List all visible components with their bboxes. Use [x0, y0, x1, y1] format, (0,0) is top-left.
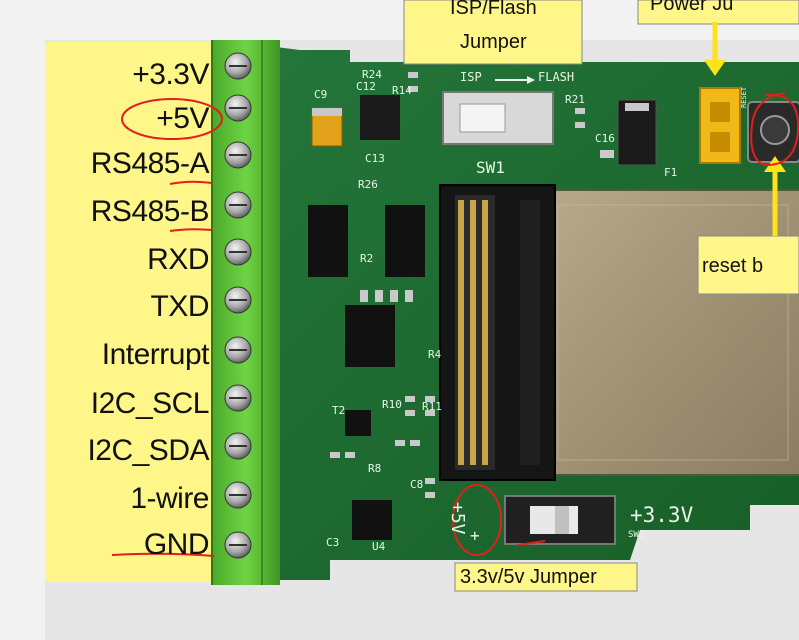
silk-c9: C9 — [314, 88, 328, 101]
silk-isp: ISP — [460, 70, 482, 84]
silk-f1: F1 — [664, 166, 678, 179]
screw-11 — [224, 531, 252, 559]
screw-8 — [224, 384, 252, 412]
underline-rs485-b — [169, 228, 213, 232]
silk-flash: FLASH — [538, 70, 575, 84]
pin-label-interrupt: Interrupt — [101, 338, 210, 371]
ic-top — [360, 95, 400, 140]
silk-3v3: +3.3V — [630, 503, 694, 527]
silk-c12: C12 — [356, 80, 376, 93]
silk-r11: R11 — [422, 400, 442, 413]
underline-rs485-a — [169, 180, 213, 185]
red-annotations — [111, 92, 799, 557]
circle-5v — [121, 98, 223, 140]
pin-label-rxd: RXD — [147, 243, 209, 276]
callout-isp-flash-line2: Jumper — [460, 31, 527, 53]
callout-voltage-jumper: 3.3v/5v Jumper — [460, 566, 597, 588]
screw-2 — [224, 94, 252, 122]
callout-power-jumper: Power Ju — [650, 0, 734, 15]
callout-isp-flash-line1: ISP/Flash — [450, 0, 537, 19]
silk-r14: R14 — [392, 84, 412, 97]
silk-reset: RESET — [740, 86, 748, 108]
silk-plus: + — [470, 526, 480, 545]
silk-c8: C8 — [410, 478, 424, 491]
underline-gnd — [111, 552, 215, 557]
pin-label-txd: TXD — [150, 290, 210, 323]
silk-t2: T2 — [332, 404, 346, 417]
silk-r21: R21 — [565, 93, 585, 106]
silk-r24: R24 — [362, 68, 382, 81]
pin-label-rs485-b: RS485-B — [90, 195, 210, 228]
rf-shield-module — [544, 189, 799, 476]
silk-r26: R26 — [358, 178, 378, 191]
pin-label-1-wire: 1-wire — [130, 482, 209, 515]
silk-sw1: SW1 — [476, 158, 505, 177]
mosfet-right — [385, 205, 425, 277]
silk-c3: C3 — [326, 536, 340, 549]
screw-6 — [224, 286, 252, 314]
silk-c13: C13 — [365, 152, 385, 165]
callout-isp-box — [403, 0, 583, 65]
silk-5v: +5V — [447, 502, 468, 535]
silk-r4: R4 — [428, 348, 442, 361]
mosfet-left — [308, 205, 348, 277]
silk-r8: R8 — [368, 462, 382, 475]
callout-reset-button: reset b — [702, 255, 764, 277]
screw-1 — [224, 52, 252, 80]
silk-r10: R10 — [382, 398, 402, 411]
pin-label-5v: +5V — [156, 102, 209, 135]
callout-power-box — [637, 0, 799, 25]
screw-7 — [224, 336, 252, 364]
pin-label-rs485-a: RS485-A — [90, 147, 210, 180]
silk-c16: C16 — [595, 132, 615, 145]
ic-u4 — [352, 500, 392, 540]
screw-4 — [224, 191, 252, 219]
silk-sw2: SW2 — [628, 530, 645, 540]
power-jumper-arrow — [704, 22, 726, 76]
pin-label-gnd: GND — [143, 528, 210, 561]
pin-label-i2c-scl: I2C_SCL — [90, 387, 210, 420]
smd-components — [330, 72, 614, 498]
circle-reset — [750, 92, 799, 167]
ic-t2 — [345, 410, 371, 436]
callout-reset-box — [697, 235, 799, 295]
arrow-mark-sw2 — [517, 540, 546, 546]
silk-r2: R2 — [360, 252, 374, 265]
silk-u4: U4 — [372, 540, 386, 553]
terminal-screws — [224, 52, 252, 559]
pin-label-3v3: +3.3V — [132, 58, 209, 91]
screw-9 — [224, 432, 252, 460]
circle-5v-jumper — [452, 484, 502, 556]
ic-middle — [345, 305, 395, 367]
screw-5 — [224, 238, 252, 266]
pin-label-i2c-sda: I2C_SDA — [87, 434, 209, 467]
callout-voltage-box — [454, 562, 638, 592]
pin-label-panel — [45, 42, 215, 582]
screw-3 — [224, 141, 252, 169]
screw-10 — [224, 481, 252, 509]
